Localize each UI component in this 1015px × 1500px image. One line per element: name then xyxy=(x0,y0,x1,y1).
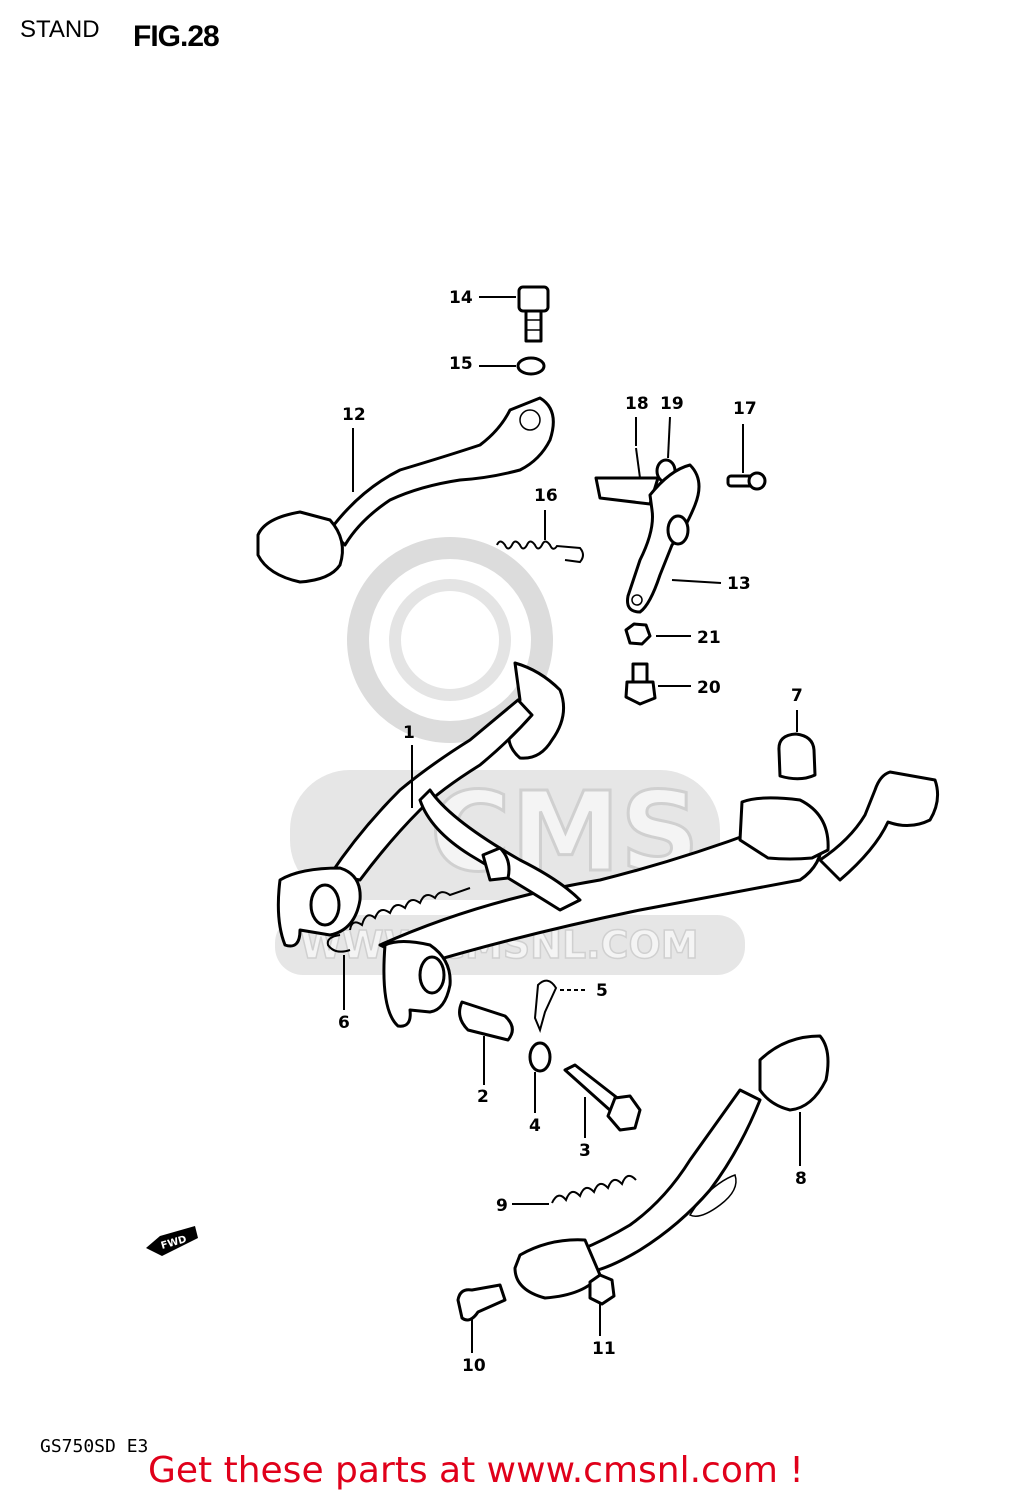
fwd-arrow-icon: FWD xyxy=(146,1226,198,1256)
circlip-6 xyxy=(326,934,351,953)
svg-text:15: 15 xyxy=(449,354,473,374)
nut-11 xyxy=(588,1273,616,1306)
callout-8: 8 xyxy=(795,1112,807,1189)
callout-13: 13 xyxy=(671,574,751,594)
pin-18 xyxy=(635,447,641,479)
svg-text:13: 13 xyxy=(727,574,751,594)
callout-5: 5 xyxy=(560,981,608,1001)
callout-4: 4 xyxy=(529,1072,541,1136)
callout-6: 6 xyxy=(338,955,350,1033)
svg-text:12: 12 xyxy=(342,405,366,425)
bolt-14 xyxy=(517,285,550,343)
callout-20: 20 xyxy=(658,678,721,698)
bolt-20 xyxy=(624,662,657,706)
svg-text:17: 17 xyxy=(733,399,757,419)
lever-13 xyxy=(594,463,701,614)
callout-10: 10 xyxy=(462,1318,486,1376)
svg-text:8: 8 xyxy=(795,1169,807,1189)
brake-pedal-12 xyxy=(256,396,555,584)
watermark-site: WWW.CMSNL.COM xyxy=(300,923,699,967)
svg-text:16: 16 xyxy=(534,486,558,506)
svg-text:1: 1 xyxy=(403,723,415,743)
svg-text:11: 11 xyxy=(592,1339,616,1359)
svg-text:21: 21 xyxy=(697,628,721,648)
callout-12: 12 xyxy=(342,405,366,492)
bolt-3 xyxy=(563,1063,642,1132)
svg-text:10: 10 xyxy=(462,1356,486,1376)
main-stand-1 xyxy=(276,661,940,1028)
washer-4 xyxy=(528,1041,552,1073)
bolt-10 xyxy=(456,1283,507,1322)
callout-14: 14 xyxy=(449,288,516,308)
svg-text:20: 20 xyxy=(697,678,721,698)
nut-21 xyxy=(624,622,652,646)
callout-11: 11 xyxy=(592,1302,616,1359)
stand-spring xyxy=(349,887,471,931)
callout-18: 18 xyxy=(625,394,649,446)
cap-7 xyxy=(777,732,817,781)
svg-text:9: 9 xyxy=(496,1196,508,1216)
sleeve-2 xyxy=(458,1000,514,1042)
svg-text:19: 19 xyxy=(660,394,684,414)
callout-19: 19 xyxy=(660,394,684,459)
callout-7: 7 xyxy=(791,686,803,732)
figure-label: FIG.28 xyxy=(133,20,220,53)
washer-15 xyxy=(516,356,546,376)
callout-9: 9 xyxy=(496,1196,549,1216)
callout-1: 1 xyxy=(403,723,415,808)
pin-17 xyxy=(726,471,767,491)
svg-text:14: 14 xyxy=(449,288,473,308)
section-title: STAND xyxy=(20,16,100,43)
callout-16: 16 xyxy=(534,486,558,540)
svg-text:2: 2 xyxy=(477,1087,489,1107)
svg-text:5: 5 xyxy=(596,981,608,1001)
svg-text:3: 3 xyxy=(579,1141,591,1161)
callout-21: 21 xyxy=(656,628,721,648)
model-code: GS750SD E3 xyxy=(40,1436,149,1457)
callout-15: 15 xyxy=(449,354,516,374)
svg-text:4: 4 xyxy=(529,1116,541,1136)
buy-parts-link[interactable]: Get these parts at www.cmsnl.com ! xyxy=(148,1450,804,1491)
callout-2: 2 xyxy=(477,1036,489,1107)
svg-text:18: 18 xyxy=(625,394,649,414)
spring-9 xyxy=(551,1174,637,1204)
svg-text:7: 7 xyxy=(791,686,803,706)
svg-text:6: 6 xyxy=(338,1013,350,1033)
cotter-pin-5 xyxy=(533,979,558,1034)
spring-16 xyxy=(496,540,584,564)
side-stand-8 xyxy=(513,1034,830,1300)
callout-3: 3 xyxy=(579,1097,591,1161)
callout-17: 17 xyxy=(733,399,757,473)
